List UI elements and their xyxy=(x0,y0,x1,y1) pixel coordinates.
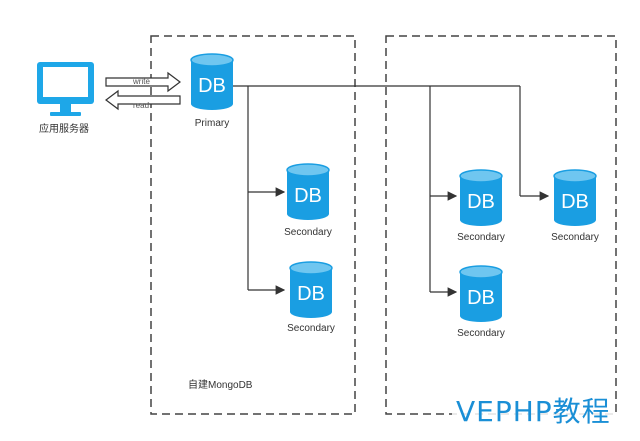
right-secondary-3-db-icon: DB xyxy=(553,169,597,226)
svg-text:DB: DB xyxy=(561,191,589,213)
monitor-icon xyxy=(37,62,94,116)
watermark: VEPHP教程 xyxy=(452,393,615,431)
primary-label: Primary xyxy=(195,118,229,129)
svg-text:DB: DB xyxy=(297,283,325,305)
left-cluster-label: 自建MongoDB xyxy=(188,378,253,391)
left-secondary-1-label: Secondary xyxy=(284,227,332,238)
write-arrow xyxy=(105,71,181,93)
right-secondary-2-db-icon: DB xyxy=(459,265,503,322)
client-label: 应用服务器 xyxy=(39,122,89,135)
right-secondary-2-label: Secondary xyxy=(457,328,505,339)
right-secondary-1-label: Secondary xyxy=(457,232,505,243)
primary-db-icon: DB xyxy=(190,53,234,110)
read-label: read xyxy=(133,101,149,110)
left-cluster-box xyxy=(150,35,356,415)
left-secondary-1-db-icon: DB xyxy=(286,163,330,220)
right-secondary-1-db-icon: DB xyxy=(459,169,503,226)
svg-text:DB: DB xyxy=(467,287,495,309)
connector-lines xyxy=(233,85,550,297)
svg-text:DB: DB xyxy=(294,185,322,207)
read-arrow xyxy=(105,89,181,111)
left-secondary-2-label: Secondary xyxy=(287,323,335,334)
right-secondary-3-label: Secondary xyxy=(551,232,599,243)
svg-text:DB: DB xyxy=(467,191,495,213)
write-label: write xyxy=(132,77,150,86)
svg-text:DB: DB xyxy=(198,75,226,97)
left-secondary-2-db-icon: DB xyxy=(289,261,333,318)
